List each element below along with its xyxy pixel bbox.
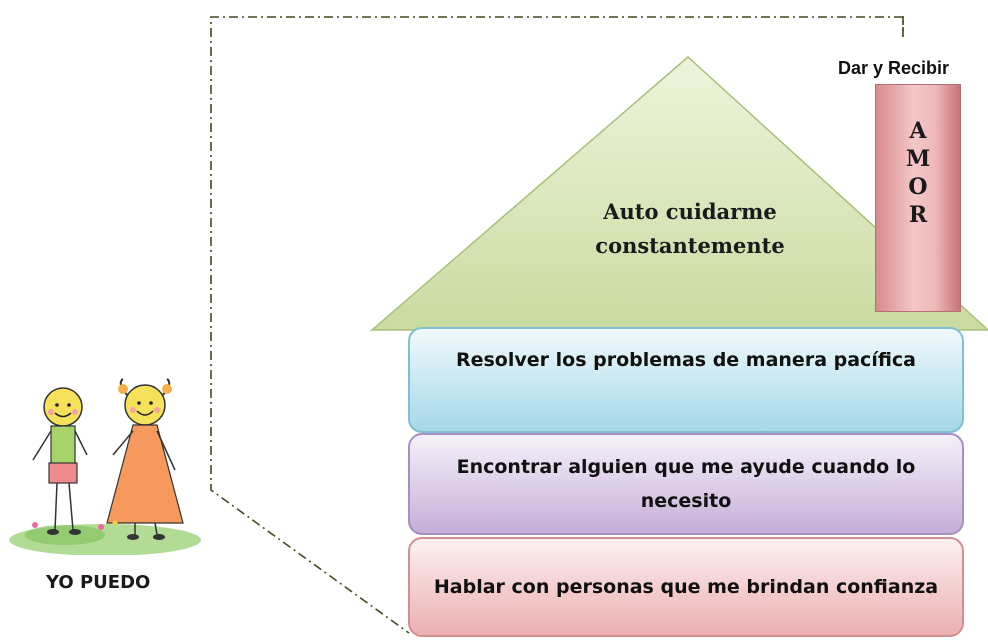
roof-text-line: constantemente	[595, 233, 785, 258]
chimney-letters: A M O R	[876, 117, 960, 229]
flower-icon	[98, 524, 104, 530]
layer-label: Encontrar alguien que me ayude cuando lo…	[456, 456, 916, 512]
dash-dot-boundary-line	[210, 16, 904, 634]
chimney-letter: A	[909, 118, 927, 144]
house-layer-resolve-problems: Resolver los problemas de manera pacífic…	[408, 327, 964, 433]
yo-puedo-caption: YO PUEDO	[46, 572, 151, 593]
chimney-letter: O	[908, 174, 928, 200]
house-layer-trusted-people: Hablar con personas que me brindan confi…	[408, 537, 964, 637]
chimney-letter: M	[905, 146, 931, 172]
flower-icon	[32, 522, 38, 528]
layer-label: Resolver los problemas de manera pacífic…	[455, 349, 916, 371]
chimney-label: Dar y Recibir	[838, 58, 950, 78]
chimney-block: A M O R	[875, 84, 961, 312]
roof-text-line: Auto cuidarme	[603, 199, 777, 224]
children-illustration	[9, 378, 201, 555]
boy-figure	[32, 387, 88, 535]
house-layer-find-help: Encontrar alguien que me ayude cuando lo…	[408, 433, 964, 535]
flower-icon	[112, 520, 118, 526]
layer-label: Hablar con personas que me brindan confi…	[433, 576, 939, 598]
roof-text: Auto cuidarme constantemente	[560, 195, 820, 263]
girl-figure	[106, 378, 184, 540]
chimney-letter: R	[908, 202, 928, 228]
